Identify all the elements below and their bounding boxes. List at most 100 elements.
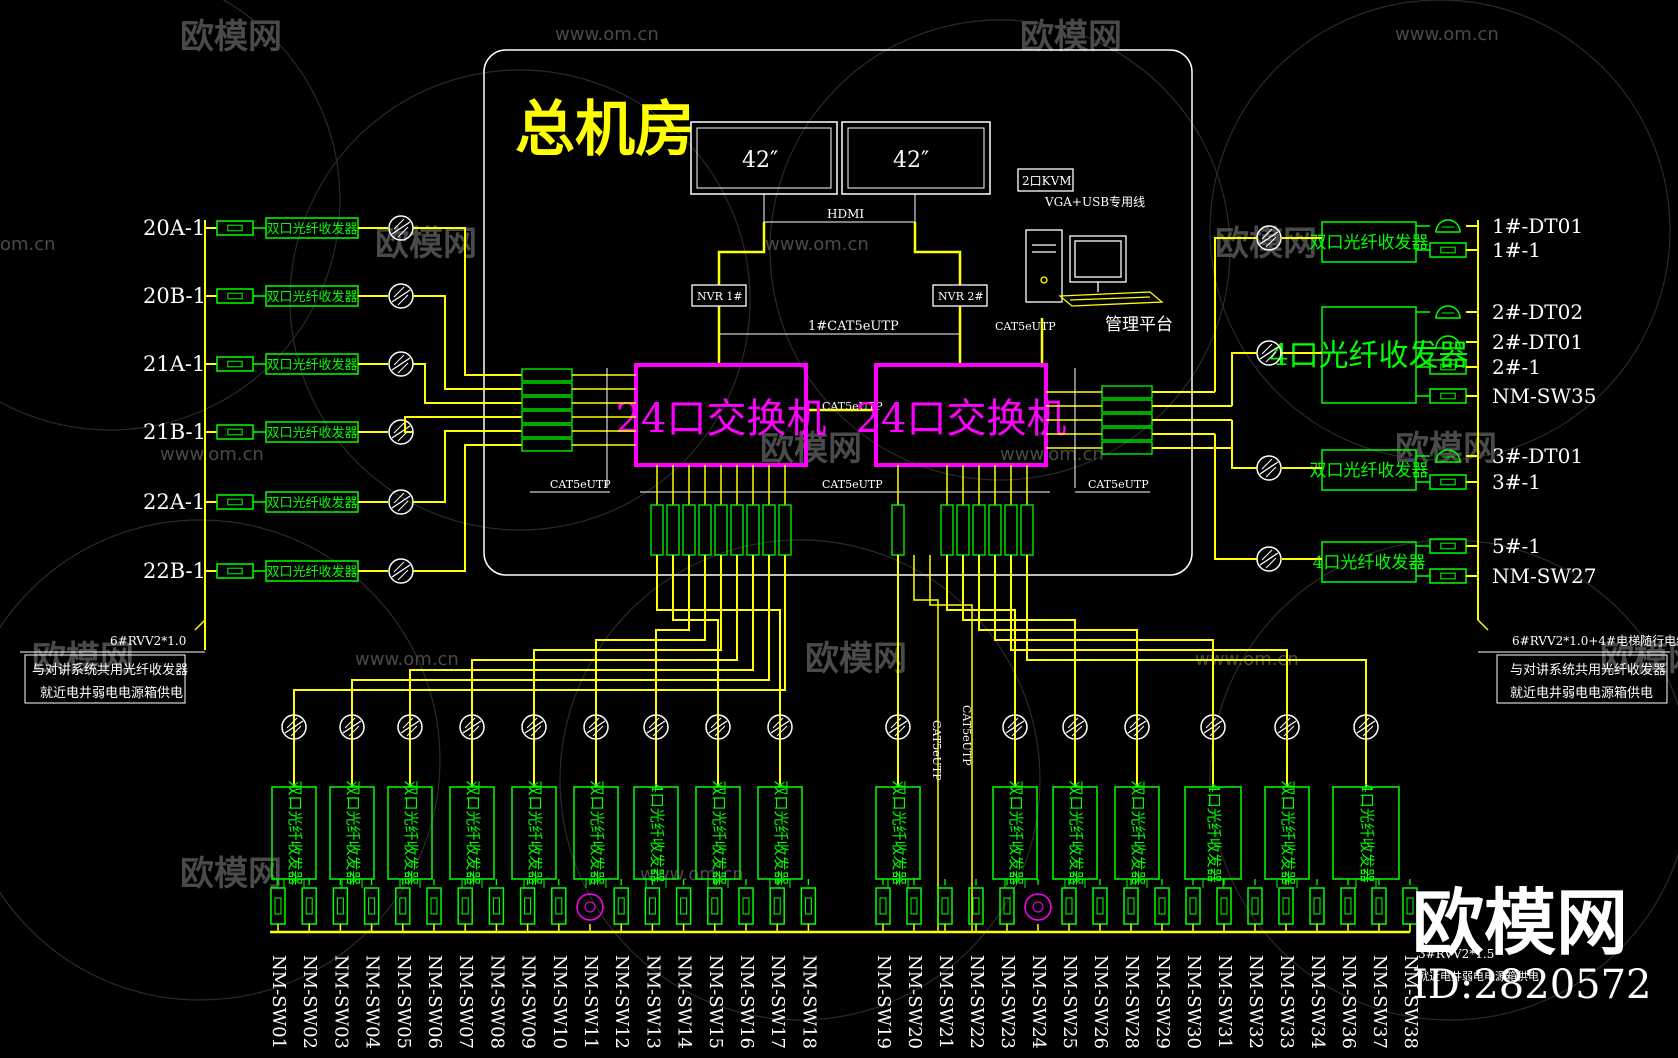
- fiber-stroke: [776, 725, 788, 737]
- management-label: 管理平台: [1105, 315, 1173, 335]
- nvr-2: [932, 284, 988, 307]
- core-wiring: [717, 222, 1044, 412]
- bottom-transceiver: [1264, 786, 1310, 880]
- watermark-brand: 欧模网: [180, 17, 282, 57]
- bottom-feed-wire: [409, 555, 754, 787]
- fiber-stroke: [524, 720, 544, 734]
- watermark-brand: 欧模网: [760, 429, 862, 469]
- camera-lens: [879, 897, 887, 915]
- fiber-stroke: [1259, 552, 1279, 566]
- bottom-transceiver: [1184, 786, 1242, 880]
- fiber-stroke: [391, 357, 411, 371]
- fiber-stroke: [400, 720, 420, 734]
- camera-lens: [910, 897, 918, 915]
- left-fanout-wire: [413, 227, 522, 376]
- camera-lens: [1189, 897, 1197, 915]
- bottom-transceiver-label: 双口光纤收发器: [772, 780, 790, 885]
- fiber-stroke: [393, 286, 405, 298]
- camera-label: NM-SW25: [1059, 955, 1080, 1049]
- fiber-splice-icon: [1256, 546, 1282, 572]
- fiber-splice-icon: [1062, 714, 1088, 740]
- fiber-stroke: [1203, 720, 1223, 734]
- main-room-frame: [483, 49, 1193, 576]
- camera-lens: [368, 897, 376, 915]
- fiber-splice-icon: [388, 283, 414, 309]
- left-site-label: 22B-1: [143, 559, 206, 583]
- fiber-stroke: [1356, 720, 1376, 734]
- right-site-label: 1#-1: [1492, 238, 1541, 262]
- bottom-transceiver: [271, 786, 317, 880]
- fiber-stroke: [1283, 725, 1295, 737]
- nvr-1-label: NVR 1#: [697, 290, 743, 303]
- left-note-line: 就近电井弱电电源箱供电: [40, 685, 183, 701]
- fiber-circle: [521, 714, 547, 740]
- bottom-transceiver: [329, 786, 375, 880]
- right-site-label: 3#-DT01: [1492, 444, 1583, 468]
- fiber-stroke: [397, 569, 409, 581]
- bottom-transceiver: [573, 786, 619, 880]
- camera-lens: [1440, 542, 1456, 550]
- link-label-right-top: CAT5eUTP: [995, 320, 1056, 333]
- camera-lens: [1344, 897, 1352, 915]
- hdmi-label: HDMI: [827, 207, 864, 221]
- left-cable-label: 6#RVV2*1.0: [110, 634, 186, 648]
- fiber-stroke: [894, 725, 906, 737]
- camera-lens: [711, 897, 719, 915]
- watermark-brand: 欧模网: [1020, 17, 1122, 57]
- camera-lens: [555, 897, 563, 915]
- camera-label: NM-SW16: [736, 955, 757, 1049]
- bottom-feed-wire: [946, 555, 1016, 787]
- fiber-circle: [397, 714, 423, 740]
- fiber-stroke: [391, 495, 411, 509]
- bottom-transceiver: [875, 786, 921, 880]
- bottom-feed-wire: [471, 555, 738, 787]
- camera-label: NM-SW34: [1307, 955, 1328, 1049]
- fiber-stroke: [464, 717, 476, 729]
- fiber-circle: [1062, 714, 1088, 740]
- right-fanout-wire: [1231, 352, 1257, 406]
- right-dome-camera: [1435, 449, 1461, 463]
- camera-label: NM-SW32: [1245, 955, 1266, 1049]
- kvm-cable-label: VGA+USB专用线: [1044, 194, 1145, 209]
- corner-brand: 欧模网: [1412, 880, 1628, 965]
- watermark-url: www.om.cn: [355, 649, 459, 670]
- left-fanout-wire: [413, 295, 522, 390]
- fiber-stroke: [1065, 720, 1085, 734]
- fiber-stroke: [1265, 351, 1277, 363]
- fiber-stroke: [1067, 717, 1079, 729]
- fiber-stroke: [772, 717, 784, 729]
- fiber-stroke: [286, 717, 298, 729]
- fiber-stroke: [1277, 720, 1297, 734]
- left-note-line: 与对讲系统共用光纤收发器: [32, 662, 188, 678]
- right-transceiver: [1321, 306, 1417, 404]
- camera-lens: [1096, 897, 1104, 915]
- fiber-stroke: [1261, 343, 1273, 355]
- fiber-stroke: [1265, 236, 1277, 248]
- fiber-splice-icon: [1353, 714, 1379, 740]
- bottom-transceiver-label: 双口光纤收发器: [1007, 780, 1025, 885]
- camera-label: NM-SW17: [767, 955, 788, 1049]
- right-transceiver-label: 双口光纤收发器: [1310, 461, 1429, 481]
- fiber-stroke: [1261, 458, 1273, 470]
- left-fanout-wire: [413, 363, 522, 404]
- bottom-transceiver: [387, 786, 433, 880]
- fiber-stroke: [770, 720, 790, 734]
- camera-lens: [1127, 897, 1135, 915]
- fiber-splice-icon: [583, 714, 609, 740]
- fiber-splice-icon: [1274, 714, 1300, 740]
- fiber-stroke: [526, 717, 538, 729]
- bottom-transceiver: [757, 786, 803, 880]
- bottom-transceiver: [633, 786, 679, 880]
- camera-lens: [1282, 897, 1290, 915]
- left-site-label: 21A-1: [143, 352, 205, 376]
- camera-lens: [1375, 897, 1383, 915]
- camera-lens: [227, 292, 243, 300]
- fiber-circle: [583, 714, 609, 740]
- fiber-circle: [705, 714, 731, 740]
- switch-left: 24口交换机: [616, 363, 826, 467]
- left-transceiver-label: 双口光纤收发器: [266, 495, 357, 511]
- right-cable-label: 6#RVV2*1.0+4#电梯随行电缆: [1512, 633, 1678, 648]
- watermark-url: www.om.cn: [765, 234, 869, 255]
- bottom-transceiver-label: 双口光纤收发器: [890, 780, 908, 885]
